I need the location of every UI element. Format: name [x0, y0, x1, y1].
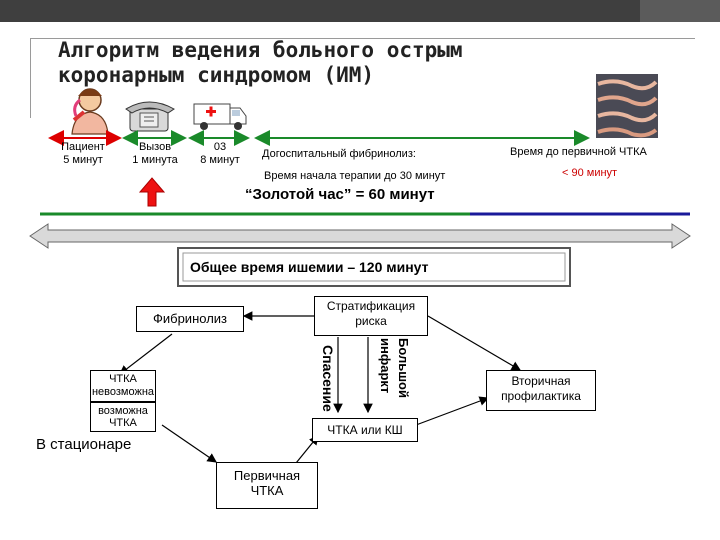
patient-text: Пациент — [61, 141, 105, 153]
ambulance-icon — [193, 103, 247, 130]
secondary-prevention-box: Вторичная профилактика — [486, 370, 596, 411]
arrow-fibrinolysis-to-impossible — [119, 333, 173, 375]
red-up-arrow — [138, 177, 166, 207]
ischemia-box-frame — [177, 247, 571, 287]
rescue-label: Спасение — [320, 344, 336, 412]
fibrinolysis-box: Фибринолиз — [136, 306, 244, 332]
primary-pci-box: Первичная ЧТКА — [216, 462, 318, 509]
arrow-strat-to-secondary — [427, 315, 522, 371]
arrow-pcicabg-to-secondary — [407, 396, 490, 429]
title-rule — [30, 38, 695, 39]
call-label: Вызов 1 минута — [124, 141, 186, 167]
in-hospital-label: В стационаре — [36, 436, 132, 453]
title-side-rule — [30, 38, 31, 118]
pci-or-cabg-box: ЧТКА или КШ — [312, 418, 418, 442]
patient-label: Пациент 5 минут — [50, 141, 116, 167]
large-infarct-label: Большой инфаркт — [378, 338, 411, 398]
pci-possible-box: возможна ЧТКА — [90, 402, 156, 432]
arrow-hospital-to-primary — [161, 424, 217, 463]
stratification-box: Стратификация риска — [314, 296, 428, 336]
prehospital-label: Догоспитальный фибринолиз: — [262, 148, 416, 160]
ischemia-label: Общее время ишемии – 120 минут — [190, 259, 429, 275]
telephone-icon — [125, 101, 175, 132]
pci-impossible-box: ЧТКА невозможна — [90, 370, 156, 402]
right-margin — [700, 22, 720, 540]
call-time: 1 минута — [132, 154, 178, 166]
top-bar — [0, 0, 720, 22]
vessel-image — [596, 74, 658, 138]
timeline-double-arrow — [29, 223, 691, 249]
golden-hour-label: “Золотой час” = 60 минут — [245, 186, 435, 203]
slide-title: Алгоритм ведения больного острым коронар… — [58, 38, 658, 88]
therapy-start-label: Время начала терапии до 30 минут — [264, 170, 446, 182]
patient-icon — [71, 88, 109, 135]
pci-limit-label: < 90 минут — [562, 167, 618, 179]
top-bar-accent — [640, 0, 720, 22]
ems-label: 03 8 минут — [190, 141, 250, 167]
title-line-1: Алгоритм ведения больного острым — [58, 38, 463, 62]
ems-time: 8 минут — [200, 154, 240, 166]
pci-time-label: Время до первичной ЧТКА — [510, 146, 647, 158]
call-text: Вызов — [138, 141, 172, 153]
title-line-2: коронарным синдромом (ИМ) — [58, 63, 375, 87]
ems-text: 03 — [213, 141, 227, 153]
patient-time: 5 минут — [63, 154, 103, 166]
